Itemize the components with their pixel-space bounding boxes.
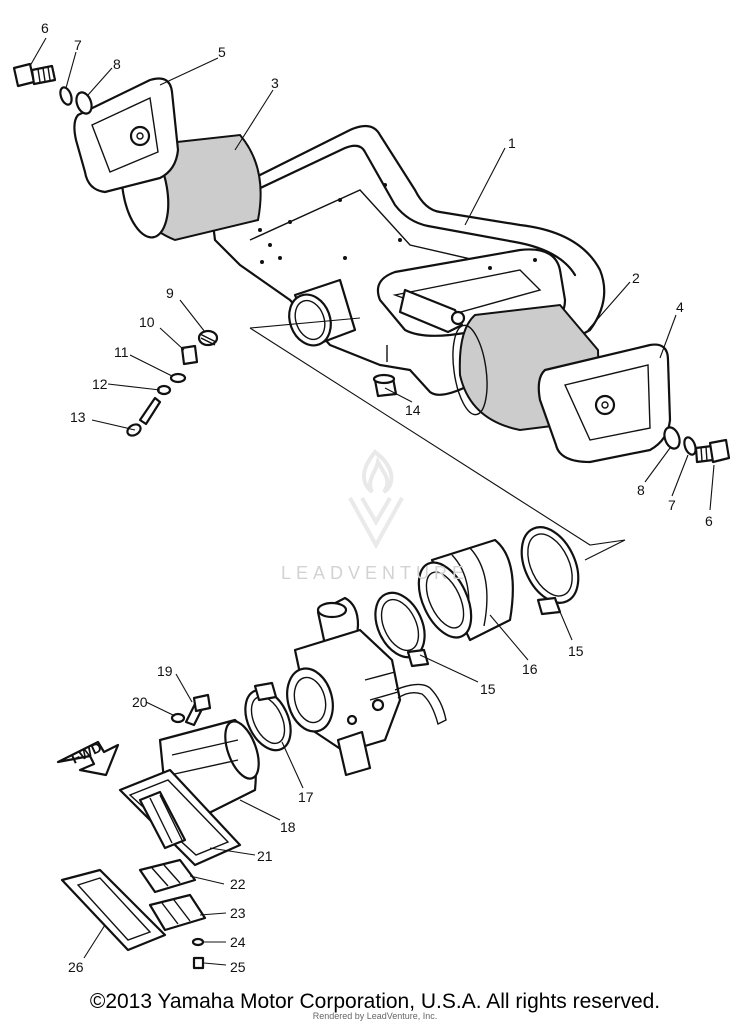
- callout-21: 21: [257, 848, 273, 864]
- callout-11: 11: [114, 344, 129, 360]
- reed-valve-21: [118, 768, 242, 867]
- filter-cover-left: [73, 77, 180, 194]
- washer-left: [75, 91, 93, 115]
- callout-19: 19: [157, 663, 173, 679]
- carburetor: [286, 596, 447, 777]
- callout-10: 10: [139, 314, 155, 330]
- callout-12: 12: [92, 376, 108, 392]
- callout-15-right: 15: [568, 643, 584, 659]
- callout-5: 5: [218, 44, 226, 60]
- callout-2: 2: [632, 270, 640, 286]
- screw-13: [126, 396, 162, 437]
- lock-washer-right: [683, 436, 697, 456]
- callout-18: 18: [280, 819, 296, 835]
- stud-19: [184, 693, 212, 727]
- assembly-line: [249, 317, 626, 561]
- callout-17: 17: [298, 789, 314, 805]
- collar-10: [180, 344, 199, 366]
- spring-9: [197, 329, 219, 347]
- callout-7-left: 7: [74, 37, 82, 53]
- forward-arrow-icon: [56, 740, 120, 777]
- reed-stopper-23: [148, 893, 207, 932]
- callouts: 1 2 3 4 5 6 7 8 8 7 6 9 10 11 12 13 14 1…: [41, 20, 713, 975]
- callout-22: 22: [230, 876, 246, 892]
- callout-8-right: 8: [637, 482, 645, 498]
- washer-11: [169, 372, 187, 384]
- callout-23: 23: [230, 905, 246, 921]
- reed-petal-22: [138, 858, 197, 894]
- callout-24: 24: [230, 934, 246, 950]
- callout-9: 9: [166, 285, 174, 301]
- gasket-26: [60, 868, 167, 952]
- bolt-left: [12, 62, 57, 88]
- air-box-outlet-tube: [288, 278, 357, 347]
- washer-right: [663, 426, 681, 450]
- callout-6-left: 6: [41, 20, 49, 36]
- rendered-by-notice: Rendered by LeadVenture, Inc.: [312, 1011, 438, 1021]
- callout-1: 1: [508, 135, 516, 151]
- hose-clamp-15-right: [520, 526, 580, 616]
- callout-14: 14: [405, 402, 421, 418]
- leader-lines: [29, 37, 715, 966]
- callout-26: 26: [68, 959, 84, 975]
- callout-20: 20: [132, 694, 148, 710]
- callout-13: 13: [70, 409, 86, 425]
- watermark-text: LEADVENTURE: [280, 563, 470, 583]
- copyright-notice: ©2013 Yamaha Motor Corporation, U.S.A. A…: [89, 990, 661, 1013]
- callout-3: 3: [271, 75, 279, 91]
- callout-16: 16: [522, 661, 538, 677]
- callout-8-left: 8: [113, 56, 121, 72]
- callout-25: 25: [230, 959, 246, 975]
- filter-cover-right: [537, 343, 672, 464]
- lock-washer-left: [59, 86, 73, 106]
- callout-6-right: 6: [705, 513, 713, 529]
- callout-15-left: 15: [480, 681, 496, 697]
- washer-24: [191, 937, 205, 947]
- screw-25: [192, 956, 205, 970]
- callout-4: 4: [676, 299, 684, 315]
- callout-7-right: 7: [668, 497, 676, 513]
- bolt-right: [694, 438, 731, 464]
- watermark-logo: [348, 449, 404, 550]
- hose-clamp-17: [244, 681, 292, 752]
- hose-clamp-15-left: [374, 591, 430, 668]
- grommet-14: [372, 373, 398, 398]
- intake-joint-16: [417, 538, 514, 642]
